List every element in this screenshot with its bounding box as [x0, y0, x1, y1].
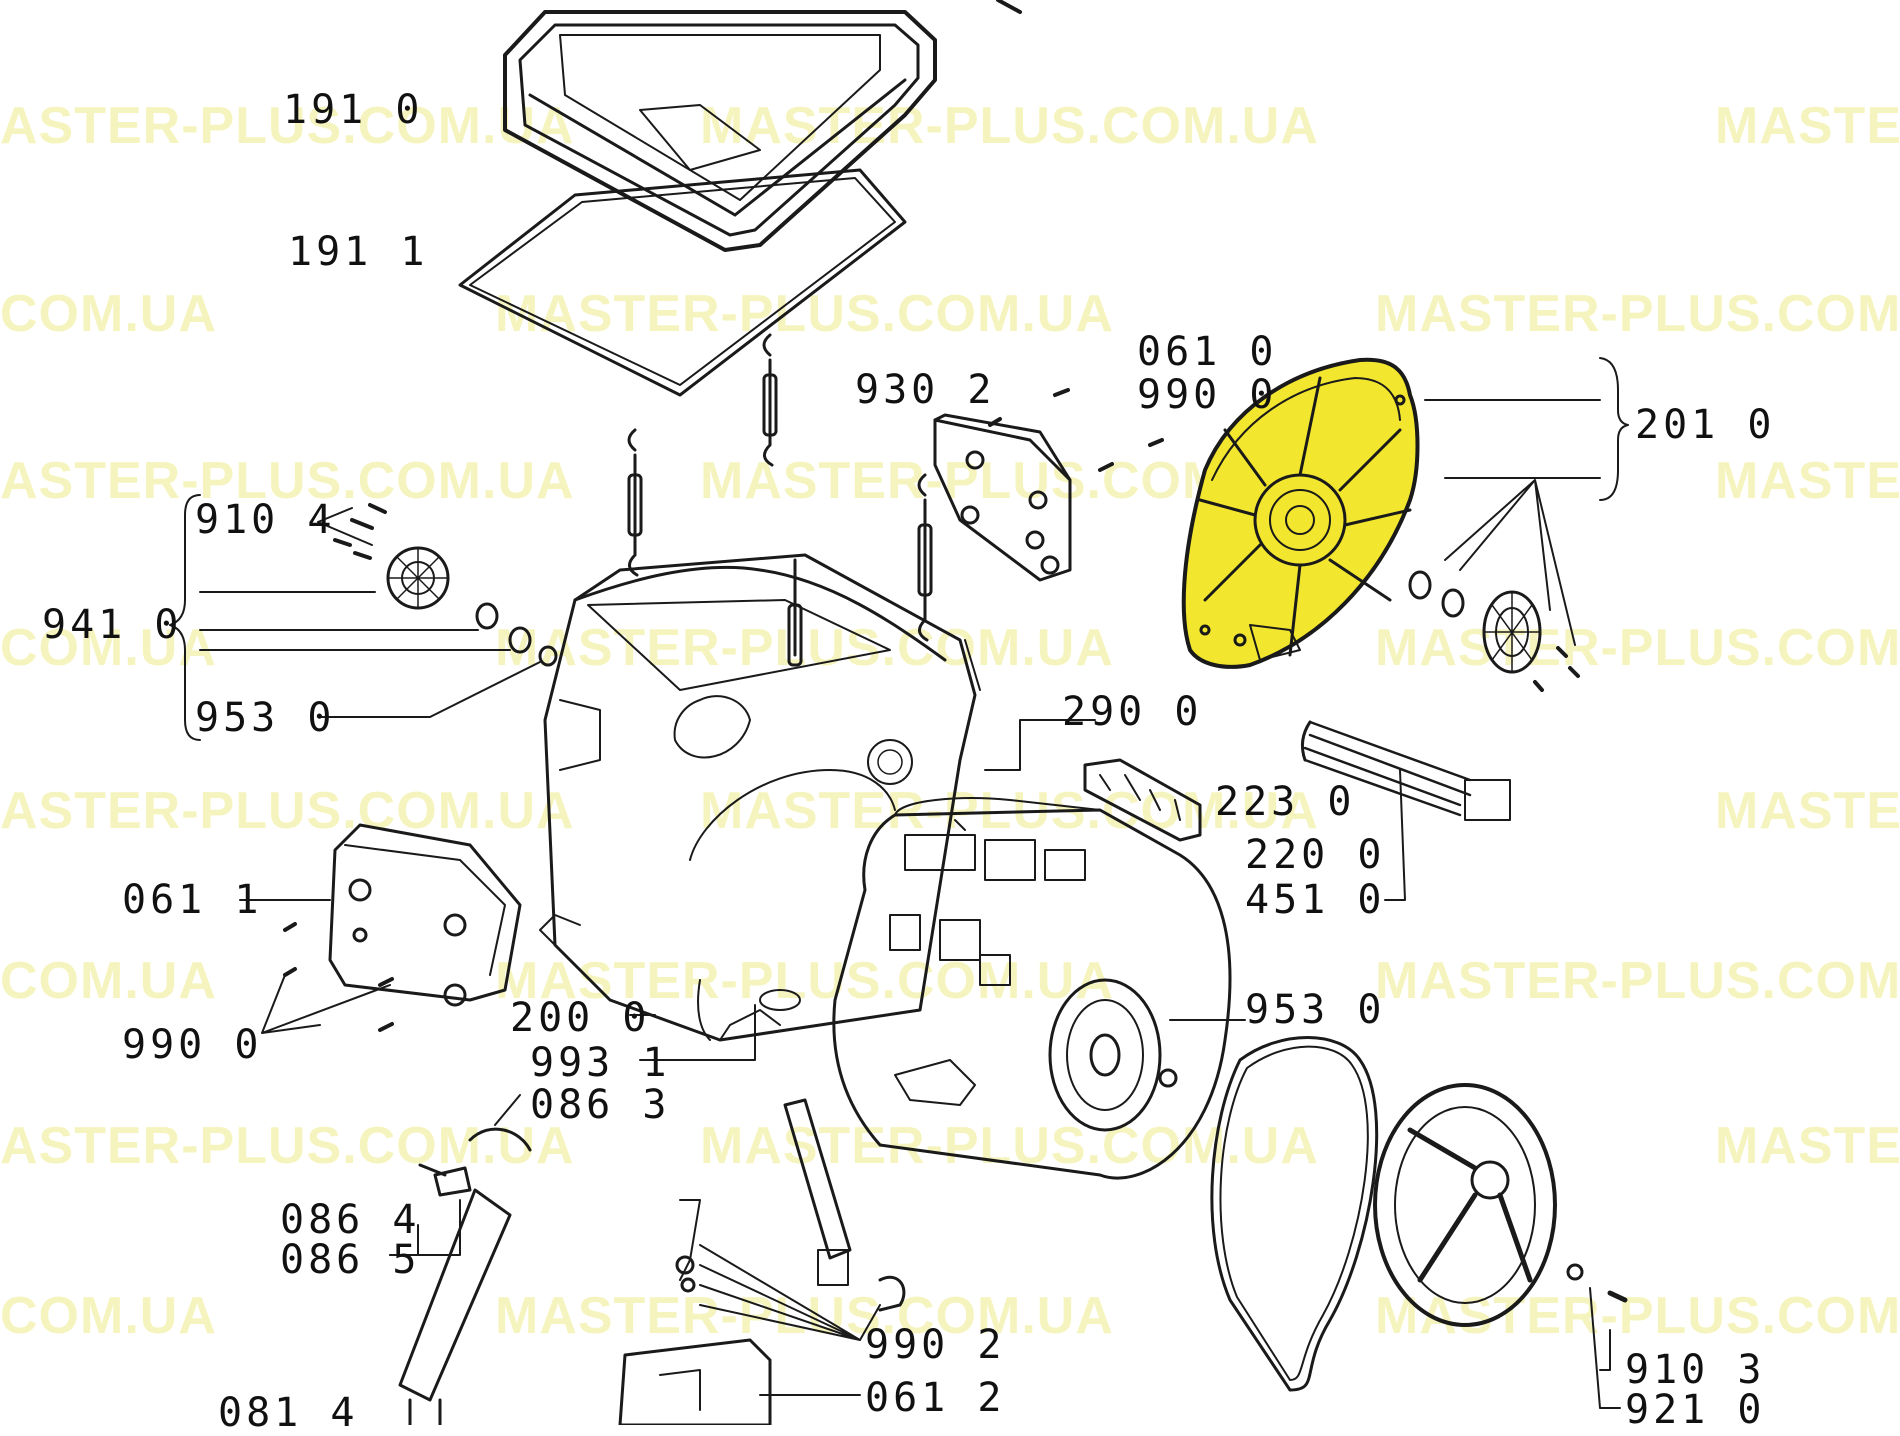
- watermark: ASTER-PLUS.COM.UA: [0, 782, 575, 840]
- watermark: MASTER-PLUS.COM.UA: [495, 619, 1114, 677]
- clamp-and-damper: [389, 1127, 532, 1425]
- part-label-953-0-belt: 953 0: [1245, 987, 1386, 1033]
- drum-part: [832, 797, 1232, 1180]
- leader-bracket-201: [1424, 357, 1629, 646]
- right-bearing-group: [1408, 570, 1580, 692]
- lid-gasket-part: [458, 168, 907, 397]
- part-label-930-2: 930 2: [855, 367, 996, 413]
- watermark: MASTER-PLUS.COM: [1375, 1287, 1900, 1345]
- drum-paddle-part: [1083, 758, 1202, 842]
- front-tub-half-part: [539, 553, 981, 1042]
- counterweight-top-part: [933, 413, 1072, 582]
- part-label-061-1: 061 1: [122, 877, 263, 923]
- part-label-921-0: 921 0: [1625, 1387, 1766, 1433]
- part-label-990-2: 990 2: [865, 1322, 1006, 1368]
- part-label-220-0: 220 0: [1245, 832, 1386, 878]
- watermark: MASTER-PLUS.COM: [1375, 285, 1900, 343]
- part-label-451-0: 451 0: [1245, 877, 1386, 923]
- left-bearing-group: [317, 503, 558, 667]
- part-label-191-0: 191 0: [283, 87, 424, 133]
- part-label-086-3: 086 3: [530, 1082, 671, 1128]
- watermark: MASTE: [1715, 97, 1900, 155]
- pulley-part: [1373, 1083, 1628, 1409]
- suspension-springs: [627, 333, 933, 667]
- part-label-953-0-left: 953 0: [195, 695, 336, 741]
- part-label-910-4: 910 4: [195, 497, 336, 543]
- watermark: ASTER-PLUS.COM.UA: [0, 97, 575, 155]
- left-brace: [169, 494, 541, 741]
- shock-absorber: [675, 1098, 906, 1312]
- part-label-993-1: 993 1: [530, 1040, 671, 1086]
- watermark: COM.UA: [0, 952, 217, 1010]
- rear-tub-half-highlighted: [1181, 357, 1420, 669]
- screws-left: [283, 922, 394, 1032]
- part-label-191-1: 191 1: [288, 229, 429, 275]
- watermark: MASTER-PLUS.COM.UA: [495, 1287, 1114, 1345]
- watermark: ASTER-PLUS.COM.UA: [0, 1117, 575, 1175]
- watermark: ASTER-PLUS.COM.UA: [0, 452, 575, 510]
- lid-frame-part: [503, 0, 1022, 252]
- watermark: MASTER-PLUS.COM.UA: [700, 97, 1319, 155]
- part-label-061-0: 061 0: [1137, 329, 1278, 375]
- part-label-200-0: 200 0: [510, 995, 651, 1041]
- heater-element-part: [1300, 720, 1511, 901]
- watermark: MASTER-PLUS.COM: [1375, 952, 1900, 1010]
- screws: [988, 388, 1164, 472]
- counterweight-front-part: [328, 823, 522, 1007]
- watermark: MASTER-PLUS.COM: [1375, 619, 1900, 677]
- part-label-061-2: 061 2: [865, 1375, 1006, 1421]
- watermark: MASTE: [1715, 1117, 1900, 1175]
- foot-bracket-part: [618, 1338, 772, 1425]
- part-label-990-0-left: 990 0: [122, 1022, 263, 1068]
- part-label-201-0: 201 0: [1635, 402, 1776, 448]
- tub-gasket-ring: [689, 719, 1096, 1041]
- part-label-081-4: 081 4: [218, 1390, 359, 1436]
- watermark: COM.UA: [0, 1287, 217, 1345]
- drive-belt-part: [1169, 1019, 1379, 1392]
- part-label-086-5: 086 5: [280, 1237, 421, 1283]
- leader-lines-990-2: [699, 1244, 881, 1396]
- part-label-290-0: 290 0: [1062, 689, 1203, 735]
- part-label-223-0: 223 0: [1215, 779, 1356, 825]
- watermark: COM.UA: [0, 285, 217, 343]
- leader-lines-left: [239, 899, 756, 1126]
- part-label-910-3: 910 3: [1625, 1347, 1766, 1393]
- watermark: MASTER-PLUS.COM.UA: [495, 285, 1114, 343]
- watermark: MASTE: [1715, 452, 1900, 510]
- part-label-086-4: 086 4: [280, 1197, 421, 1243]
- part-label-990-0-top: 990 0: [1137, 372, 1278, 418]
- part-label-941-0: 941 0: [42, 602, 183, 648]
- highlight-shape: [1181, 357, 1420, 669]
- watermark: MASTE: [1715, 782, 1900, 840]
